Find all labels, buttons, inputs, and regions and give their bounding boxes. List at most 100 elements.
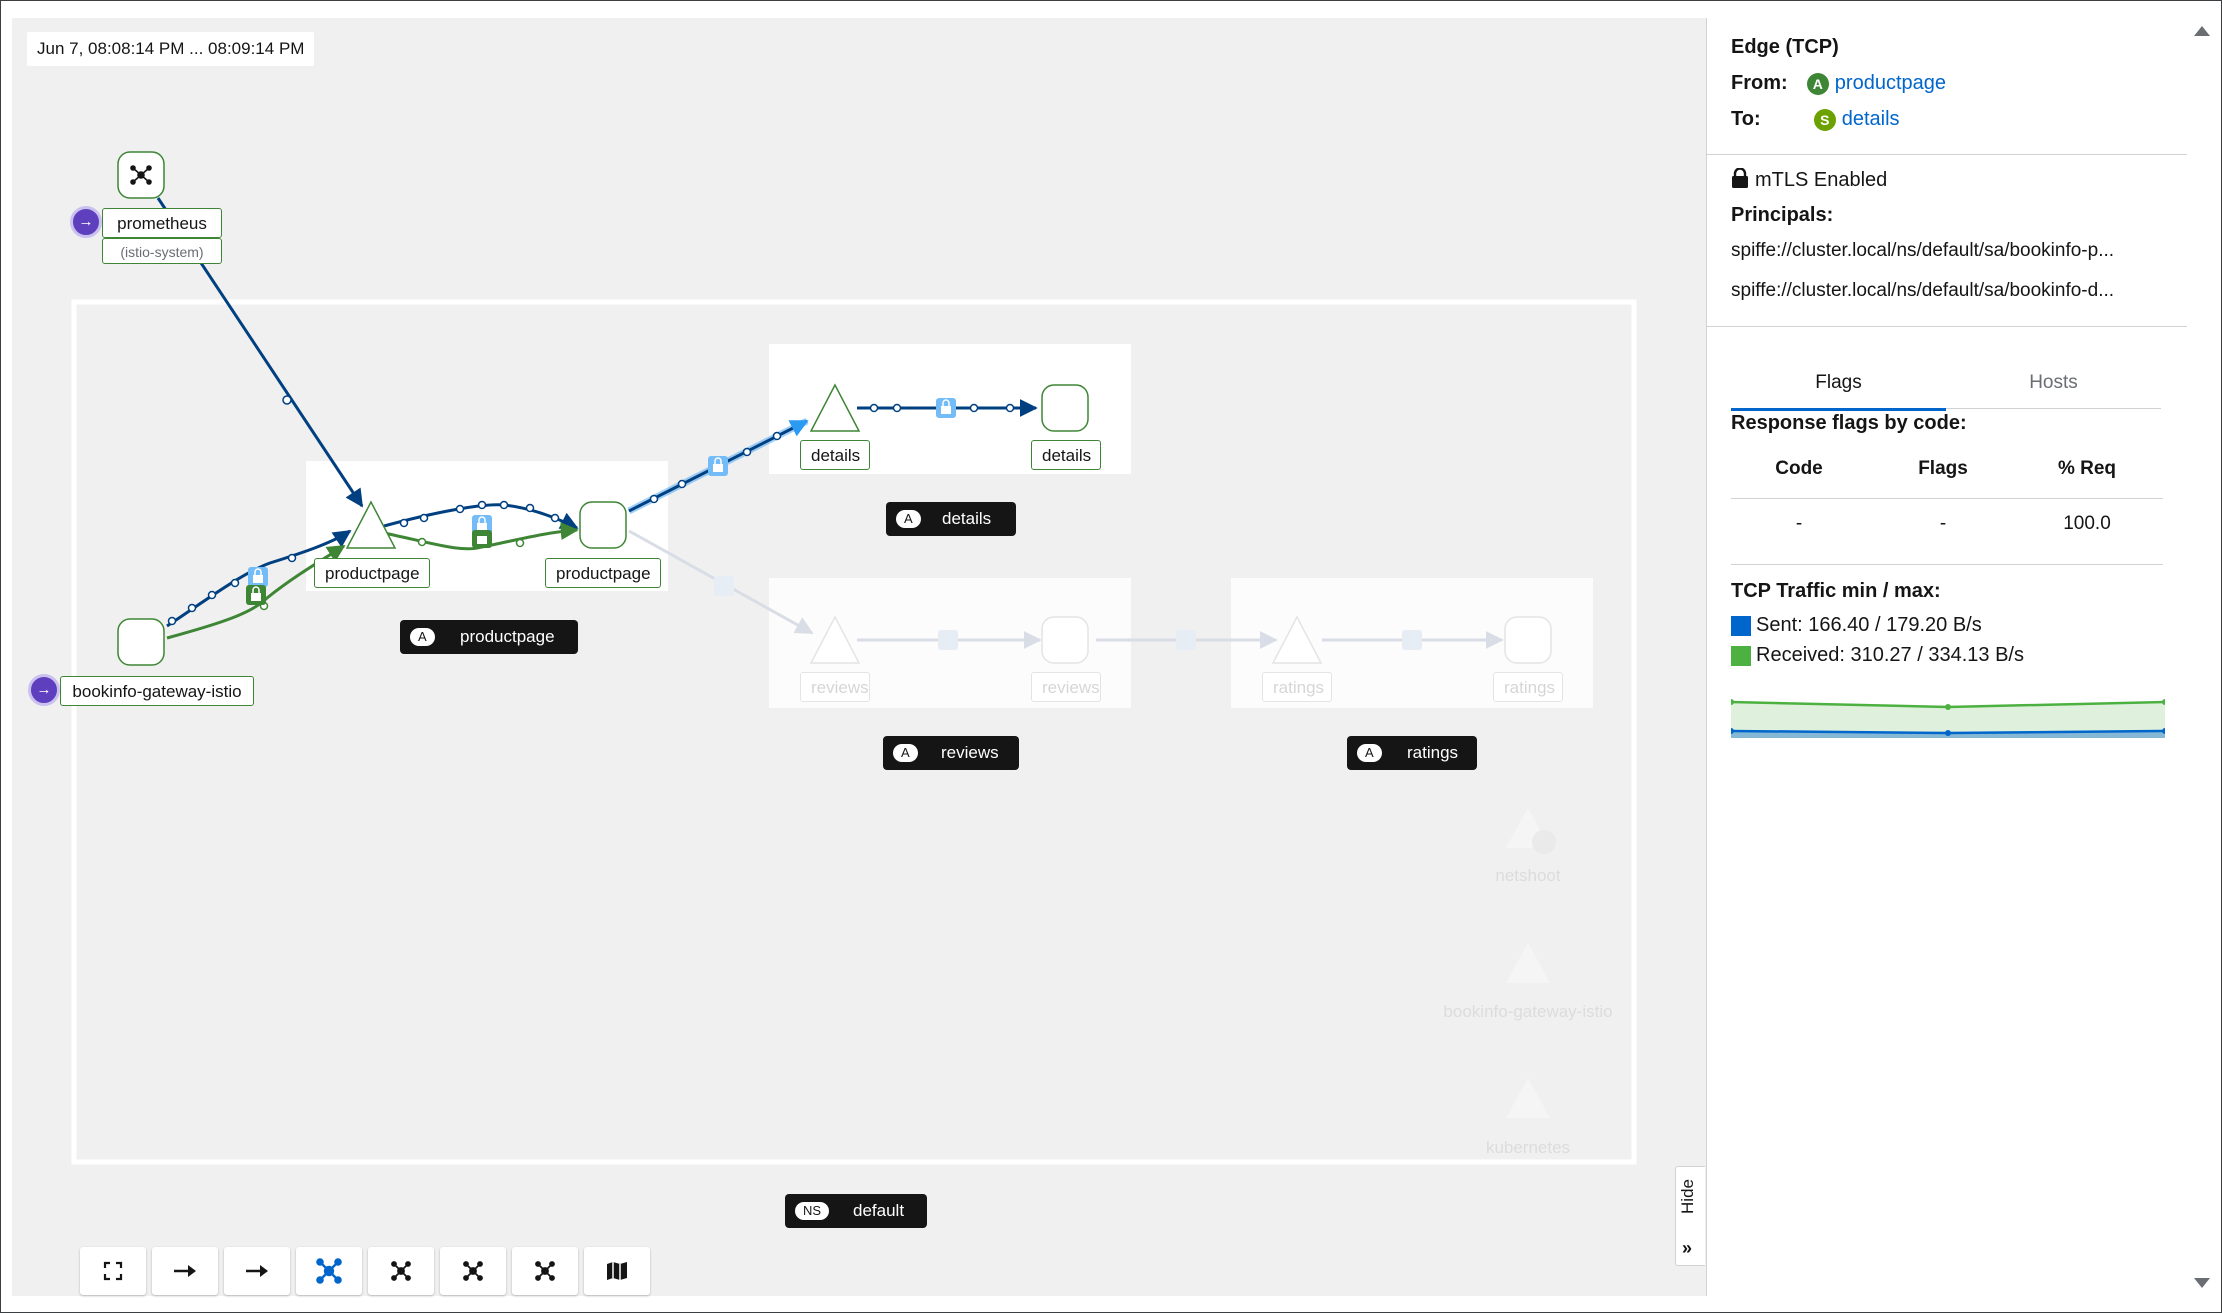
ratings-app-node[interactable] [1271,615,1323,664]
lock-icon [714,576,734,596]
legend-button[interactable] [584,1247,650,1295]
layout-2-button[interactable] [440,1247,506,1295]
hide-panel-button[interactable]: Hide » [1675,1166,1705,1266]
table-cell-flags: - [1939,513,1947,534]
from-link[interactable]: productpage [1834,72,1946,94]
app-badge-details[interactable]: A details [886,502,1016,536]
reviews-app-label: reviews [800,672,870,702]
prometheus-namespace-label: (istio-system) [102,238,222,264]
from-label: From: [1731,72,1788,94]
namespace-badge-tag: NS [795,1202,830,1220]
table-cell-percent: 100.0 [2063,513,2111,534]
divider [1731,564,2163,565]
layout-arrow-icon [174,1265,196,1277]
gateway-node[interactable] [117,618,165,666]
to-label: To: [1731,108,1761,130]
sent-color-swatch [1731,615,1751,636]
lock-icon [938,630,958,650]
legend-map-icon [607,1262,627,1280]
layout-arrow-button[interactable] [152,1247,218,1295]
table-divider [1731,498,2163,499]
details-app-label: details [800,440,870,470]
scroll-up-icon[interactable] [2194,26,2210,36]
app-badge-label: details [942,509,992,528]
app-badge-label: ratings [1407,743,1459,762]
app-badge-icon: A [1806,72,1829,95]
layout-default-button[interactable] [296,1247,362,1295]
namespace-badge-default[interactable]: NS default [785,1194,927,1228]
layout-arrow-icon [246,1265,268,1277]
reviews-app-node[interactable] [809,615,861,664]
layout-1-button[interactable] [368,1247,434,1295]
graph-edges-layer [71,151,1637,1165]
flags-title: Response flags by code: [1731,412,1967,434]
lock-icon [472,530,492,548]
details-service-label: details [1031,440,1101,470]
to-link[interactable]: details [1841,108,1900,130]
ratings-app-label: ratings [1262,672,1332,702]
tab-flags[interactable]: Flags [1731,358,1946,411]
double-chevron-right-icon: » [1682,1238,1693,1258]
reviews-service-label: reviews [1031,672,1101,702]
kubernetes-label: kubernetes [1485,1138,1571,1157]
panel-scrollbar[interactable] [2186,18,2220,1296]
layout-1-icon [391,1261,411,1281]
app-badge-tag: A [410,628,435,646]
edge-gateway-productpage-tcp[interactable] [166,529,352,628]
app-badge-tag: A [896,510,921,528]
lock-icon [246,585,266,605]
principals-label: Principals: [1731,204,1834,226]
productpage-service-node[interactable] [579,501,627,549]
table-cell-code: - [1795,513,1803,534]
service-badge-icon: S [1813,108,1836,131]
layout-arrow-button[interactable] [224,1247,290,1295]
productpage-app-node[interactable] [345,500,397,549]
app-badge-tag: A [893,744,918,762]
table-header-code: Code [1775,458,1823,479]
mtls-row: mTLS Enabled [1731,167,1888,192]
ratings-service-node[interactable] [1504,616,1552,664]
gateway-faded-node[interactable] [1506,943,1550,983]
table-header-flags: Flags [1918,458,1968,479]
layout-default-icon [316,1258,342,1284]
lock-icon [1402,630,1422,650]
kubernetes-node[interactable] [1506,1078,1550,1118]
scroll-down-icon[interactable] [2194,1278,2210,1288]
received-legend: Received: 310.27 / 334.13 B/s [1731,644,2024,667]
lock-icon [708,456,728,476]
layout-3-icon [535,1261,555,1281]
app-badge-ratings[interactable]: A ratings [1347,736,1477,770]
traffic-graph-canvas[interactable]: Jun 7, 08:08:14 PM ... 08:09:14 PM prome… [12,18,1706,1296]
netshoot-badge-icon [1532,830,1556,854]
sent-legend: Sent: 166.40 / 179.20 B/s [1731,614,1982,637]
table-header-percent: % Req [2057,458,2117,479]
lock-icon [248,567,268,587]
fit-to-screen-icon [103,1261,123,1281]
divider [1707,326,2187,327]
tcp-traffic-sparkline [1731,699,2165,738]
details-service-node[interactable] [1041,384,1089,432]
details-app-node[interactable] [809,383,861,432]
app-badge-tag: A [1357,744,1382,762]
principal-source: spiffe://cluster.local/ns/default/sa/boo… [1731,240,2115,261]
tab-hosts[interactable]: Hosts [1946,358,2161,409]
received-color-swatch [1731,645,1751,666]
divider [1707,154,2187,155]
fit-to-screen-button[interactable] [80,1247,146,1295]
app-badge-productpage[interactable]: A productpage [400,620,578,654]
reviews-service-node[interactable] [1041,616,1089,664]
mtls-status: mTLS Enabled [1755,169,1888,191]
app-badge-reviews[interactable]: A reviews [883,736,1019,770]
prometheus-label: prometheus [102,208,222,238]
service-entry-icon [130,165,152,185]
layout-3-button[interactable] [512,1247,578,1295]
gateway-label: bookinfo-gateway-istio [60,676,254,706]
hide-panel-label: Hide [1678,1179,1697,1214]
namespace-badge-label: default [853,1201,905,1220]
productpage-app-label: productpage [314,558,430,588]
layout-2-icon [463,1261,483,1281]
ratings-service-label: ratings [1493,672,1563,702]
gateway-faded-label: bookinfo-gateway-istio [1443,1002,1613,1021]
